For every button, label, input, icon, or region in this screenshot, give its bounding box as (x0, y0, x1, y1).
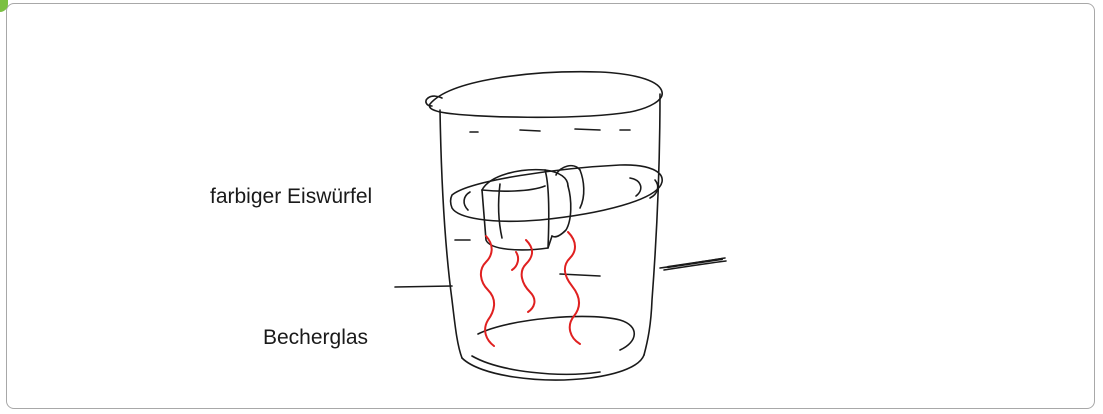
beaker-label: Becherglas (263, 327, 368, 348)
beaker (426, 72, 662, 380)
ice-cube (482, 166, 584, 250)
ice-cube-label: farbiger Eiswürfel (210, 186, 372, 207)
table-line (395, 258, 726, 287)
